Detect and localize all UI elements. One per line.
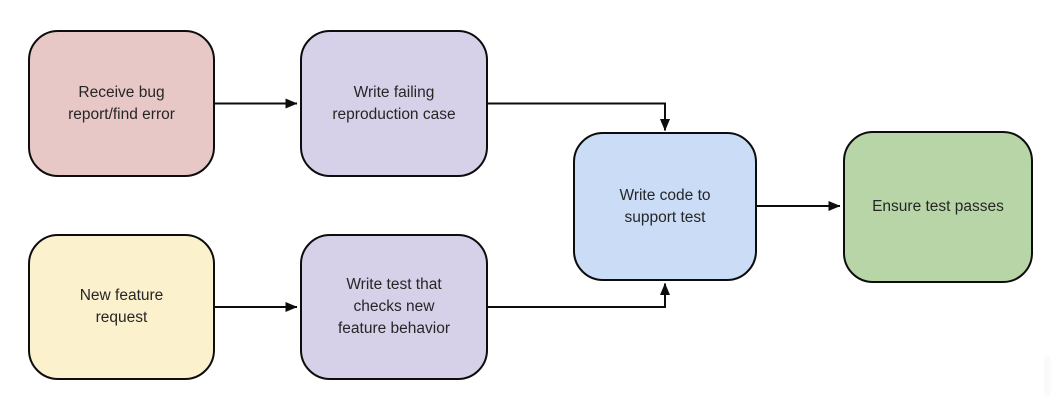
node-write-test-checks-feature-behavior: Write test that checks new feature behav…	[300, 234, 488, 380]
node-ensure-test-passes: Ensure test passes	[843, 131, 1033, 283]
node-receive-bug-report: Receive bug report/find error	[28, 30, 215, 177]
node-new-feature-request: New feature request	[28, 234, 215, 380]
node-write-code-to-support-test: Write code to support test	[573, 132, 757, 281]
vertical-scrollbar-thumb[interactable]	[1044, 356, 1051, 396]
arrow-repro-to-code	[488, 102, 670, 131]
node-write-failing-reproduction-case: Write failing reproduction case	[300, 30, 488, 177]
arrow-test-to-code	[488, 283, 670, 308]
